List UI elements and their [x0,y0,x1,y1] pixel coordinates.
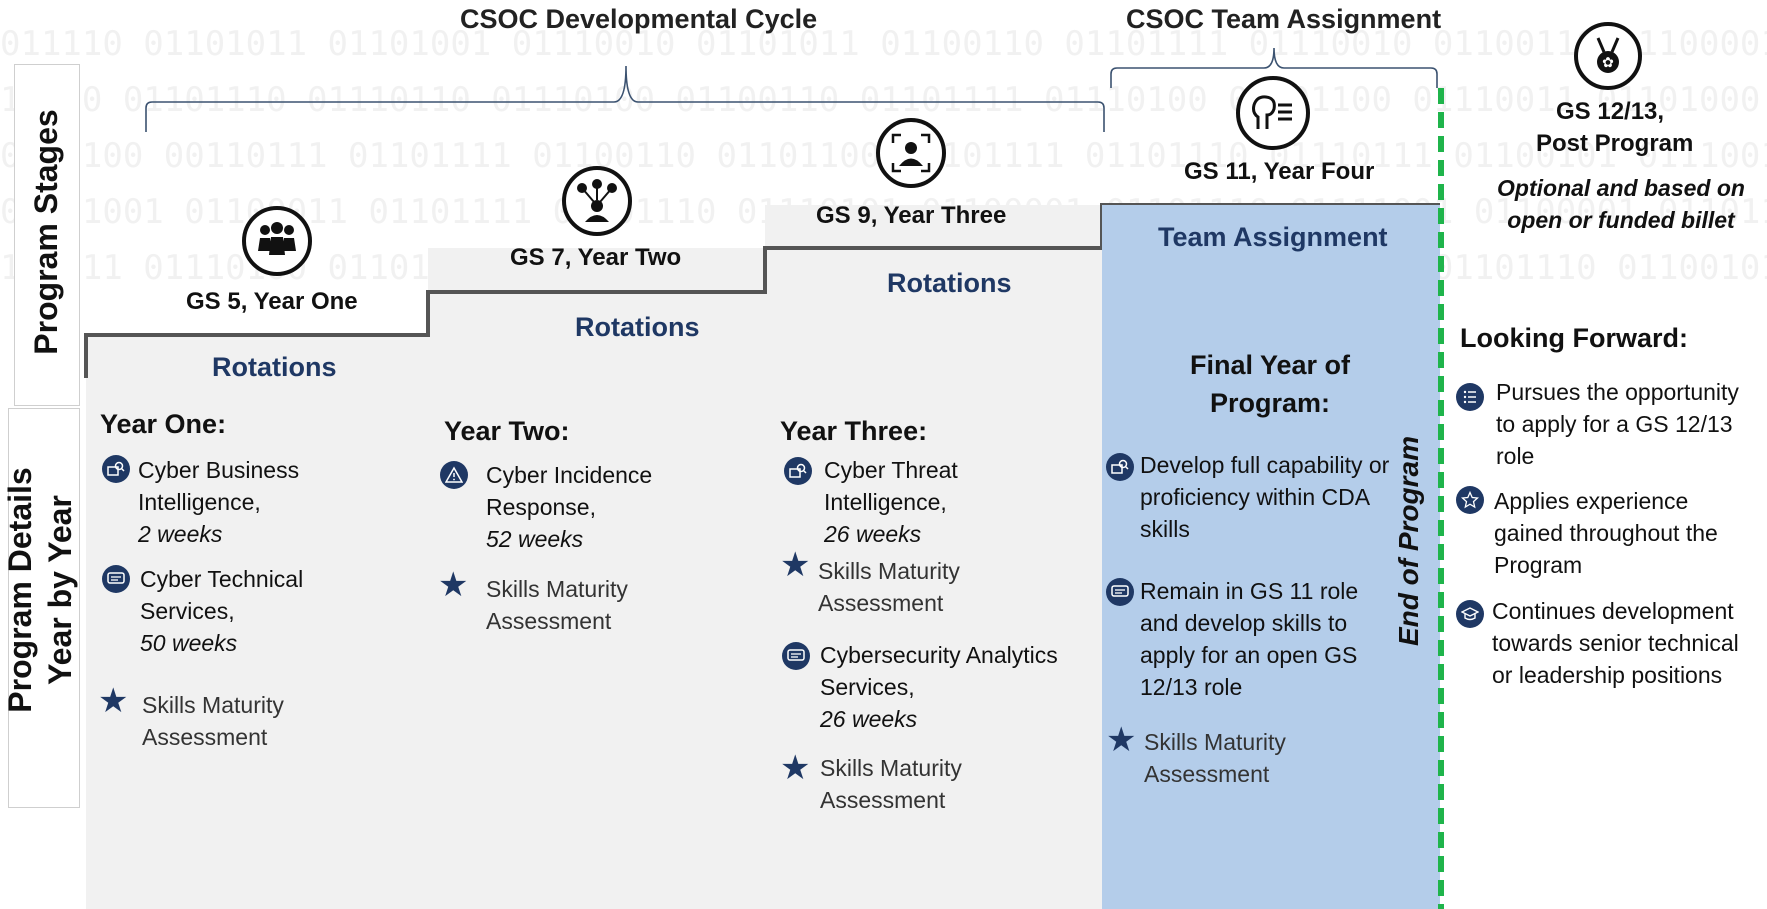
program-stages-label: Program Stages [28,109,64,355]
year-three-item-4: Skills Maturity Assessment [820,755,962,813]
star-outline-icon [1456,486,1484,514]
team-assignment-header: CSOC Team Assignment [1126,4,1442,34]
binary-background: 11000 01101110 01110110 01110100 0110011… [0,80,1767,120]
stage-label-year-three: GS 9, Year Three [816,202,1007,229]
program-details-box [8,408,80,808]
program-stages-box [14,64,80,406]
star-icon: ★ [438,566,469,604]
rotations-label-year-three: Rotations [887,268,1012,298]
technical-services-icon [102,565,130,593]
year-one-title: Year One: [100,409,227,439]
team-assignment-heading: Team Assignment [1158,222,1388,252]
person-speaking-icon [1236,76,1310,150]
stage-label-year-two: GS 7, Year Two [510,244,682,271]
network-person-icon [562,166,632,236]
post-program-label-1: GS 12/13, [1556,98,1665,125]
medal-icon: ✿ [1574,22,1642,90]
end-of-program-label: End of Program [1393,436,1424,647]
year-three-title: Year Three: [780,416,928,446]
stage-label-year-one: GS 5, Year One [186,288,358,315]
binary-background: 011110 01101011 01101001 01110010 011010… [0,24,1767,64]
final-year-title: Final Year of Program: [1189,350,1351,418]
list-icon [1456,383,1484,411]
team-icon [242,206,312,276]
looking-forward-item-1: Pursues the opportunity to apply for a G… [1496,379,1739,469]
final-year-item-3: Skills Maturity Assessment [1144,729,1286,787]
stage-label-year-four: GS 11, Year Four [1184,158,1375,185]
graduation-cap-icon [1456,600,1484,628]
header-brackets [145,47,1438,132]
star-icon: ★ [1106,721,1137,759]
year-two-title: Year Two: [444,416,570,446]
svg-text:✿: ✿ [1602,55,1614,71]
business-intel-icon [102,455,130,483]
program-details-label-2: Year by Year [42,495,78,685]
year-one-item-1: Cyber Business Intelligence,2 weeks [138,457,300,547]
star-icon: ★ [780,546,811,584]
looking-forward-item-3: Continues development towards senior tec… [1492,598,1739,688]
year-two-item-2: Skills Maturity Assessment [486,576,628,634]
business-intel-icon [1106,453,1134,481]
technical-services-icon [782,642,810,670]
year-three-item-2: Skills Maturity Assessment [818,558,960,616]
year-three-item-3: Cybersecurity Analytics Services,26 week… [820,642,1058,732]
warning-icon [440,461,468,489]
year-three-item-1: Cyber Threat Intelligence,26 weeks [824,457,958,547]
focus-person-icon [876,118,946,188]
rotations-label-year-two: Rotations [575,312,700,342]
star-icon: ★ [780,749,811,787]
business-intel-icon [784,457,812,485]
end-of-program-divider [1438,88,1444,909]
program-details-label-1: Program Details [2,467,38,713]
year-one-item-2: Cyber Technical Services,50 weeks [140,566,304,656]
post-program-note: Optional and based on open or funded bil… [1497,175,1745,233]
dev-cycle-header: CSOC Developmental Cycle [460,4,818,34]
looking-forward-title: Looking Forward: [1460,323,1688,353]
year-two-item-1: Cyber Incidence Response,52 weeks [486,462,653,552]
year-one-item-3: Skills Maturity Assessment [142,692,284,750]
looking-forward-item-2: Applies experience gained throughout the… [1494,488,1718,578]
final-year-item-1: Develop full capability or proficiency w… [1140,452,1390,542]
post-program-label-2: Post Program [1536,130,1694,157]
star-icon: ★ [98,682,129,720]
team-assignment-panel [1102,205,1440,909]
final-year-item-2: Remain in GS 11 role and develop skills … [1140,578,1359,700]
technical-services-icon [1106,578,1134,606]
rotations-label-year-one: Rotations [212,352,337,382]
